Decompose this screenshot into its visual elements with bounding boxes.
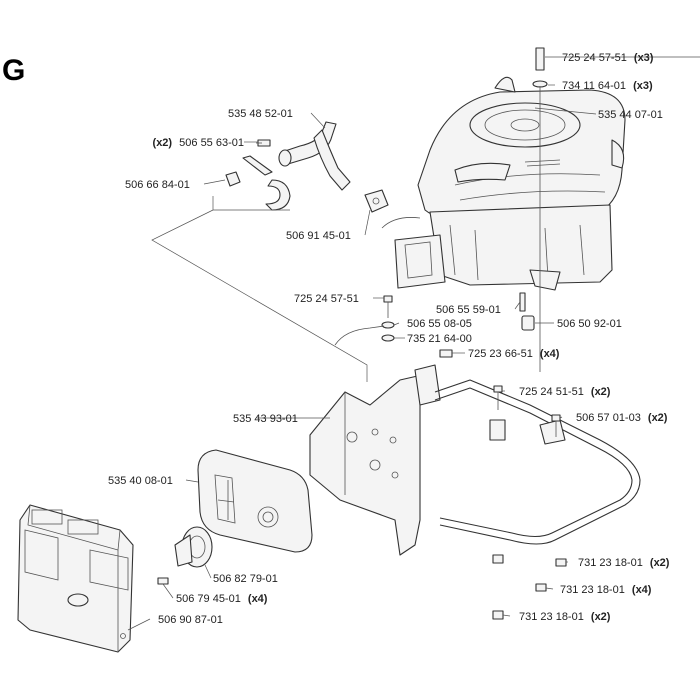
part-number: 506 66 84-01: [125, 179, 190, 191]
part-number: 506 90 87-01: [158, 614, 223, 626]
leader-lines: [127, 56, 700, 631]
part-quantity: (x2): [591, 386, 611, 398]
part-number: 535 43 93-01: [233, 413, 298, 425]
flange-illustration: [174, 526, 213, 568]
part-label-731-23-18-01-b: 731 23 18-01 (x4): [560, 584, 652, 596]
engine-illustration: [381, 76, 626, 291]
part-quantity: (x3): [633, 80, 653, 92]
part-number: 725 24 57-51: [294, 293, 359, 305]
part-label-506-90-87-01: 506 90 87-01: [158, 614, 223, 626]
part-label-506-55-08-05: 506 55 08-05: [407, 318, 472, 330]
muffler-illustration: [197, 449, 313, 553]
part-number: 725 24 51-51: [519, 386, 584, 398]
part-number: 535 48 52-01: [228, 108, 293, 120]
part-number: 506 55 59-01: [436, 304, 501, 316]
part-label-725-23-66-51: 725 23 66-51 (x4): [468, 348, 560, 360]
clamp-illustration: [212, 139, 291, 211]
part-number: 734 11 64-01: [562, 80, 626, 92]
part-label-506-57-01-03: 506 57 01-03 (x2): [576, 412, 668, 424]
part-number: 725 24 57-51: [562, 52, 627, 64]
part-label-506-55-63-01: (x2) 506 55 63-01: [153, 137, 244, 149]
part-quantity: (x4): [248, 593, 268, 605]
part-label-535-40-08-01: 535 40 08-01: [108, 475, 173, 487]
part-label-725-24-51-51: 725 24 51-51 (x2): [519, 386, 611, 398]
part-quantity: (x4): [540, 348, 560, 360]
part-label-731-23-18-01-c: 731 23 18-01 (x2): [519, 611, 611, 623]
part-quantity: (x2): [648, 412, 668, 424]
heat-shield-illustration: [17, 504, 134, 653]
part-quantity: (x3): [634, 52, 654, 64]
part-quantity: (x2): [591, 611, 611, 623]
part-label-506-55-59-01: 506 55 59-01: [436, 304, 501, 316]
part-label-725-24-57-51-x3: 725 24 57-51 (x3): [562, 52, 654, 64]
part-label-506-79-45-01: 506 79 45-01 (x4): [176, 593, 268, 605]
part-label-734-11-64-01: 734 11 64-01 (x3): [562, 80, 653, 92]
part-number: 735 21 64-00: [407, 333, 472, 345]
exhaust-pipe-illustration: [278, 121, 389, 213]
part-number: 506 91 45-01: [286, 230, 351, 242]
part-label-506-50-92-01: 506 50 92-01: [557, 318, 622, 330]
part-number: 506 57 01-03: [576, 412, 641, 424]
part-number: 731 23 18-01: [519, 611, 584, 623]
mounting-plate-illustration: [309, 364, 441, 556]
part-number: 731 23 18-01: [560, 584, 625, 596]
part-label-735-21-64-00: 735 21 64-00: [407, 333, 472, 345]
part-number: 506 82 79-01: [213, 573, 278, 585]
part-label-731-23-18-01-a: 731 23 18-01 (x2): [578, 557, 670, 569]
part-number: 506 50 92-01: [557, 318, 622, 330]
part-number: 535 40 08-01: [108, 475, 173, 487]
part-label-725-24-57-51: 725 24 57-51: [294, 293, 359, 305]
part-labels: 725 24 57-51 (x3) 734 11 64-01 (x3) 535 …: [108, 52, 670, 626]
frame-illustration: [434, 379, 641, 545]
part-quantity: (x4): [632, 584, 652, 596]
part-number: 731 23 18-01: [578, 557, 643, 569]
part-number: 535 44 07-01: [598, 109, 663, 121]
part-quantity: (x2): [650, 557, 670, 569]
part-label-535-48-52-01: 535 48 52-01: [228, 108, 293, 120]
part-label-506-66-84-01: 506 66 84-01: [125, 179, 190, 191]
part-label-506-91-45-01: 506 91 45-01: [286, 230, 351, 242]
section-label: G: [2, 54, 25, 87]
part-number: 725 23 66-51: [468, 348, 533, 360]
part-number: 506 79 45-01: [176, 593, 241, 605]
part-quantity: (x2): [153, 137, 173, 149]
part-number: 506 55 63-01: [179, 137, 244, 149]
part-label-506-82-79-01: 506 82 79-01: [213, 573, 278, 585]
part-label-535-44-07-01: 535 44 07-01: [598, 109, 663, 121]
part-label-535-43-93-01: 535 43 93-01: [233, 413, 298, 425]
part-number: 506 55 08-05: [407, 318, 472, 330]
